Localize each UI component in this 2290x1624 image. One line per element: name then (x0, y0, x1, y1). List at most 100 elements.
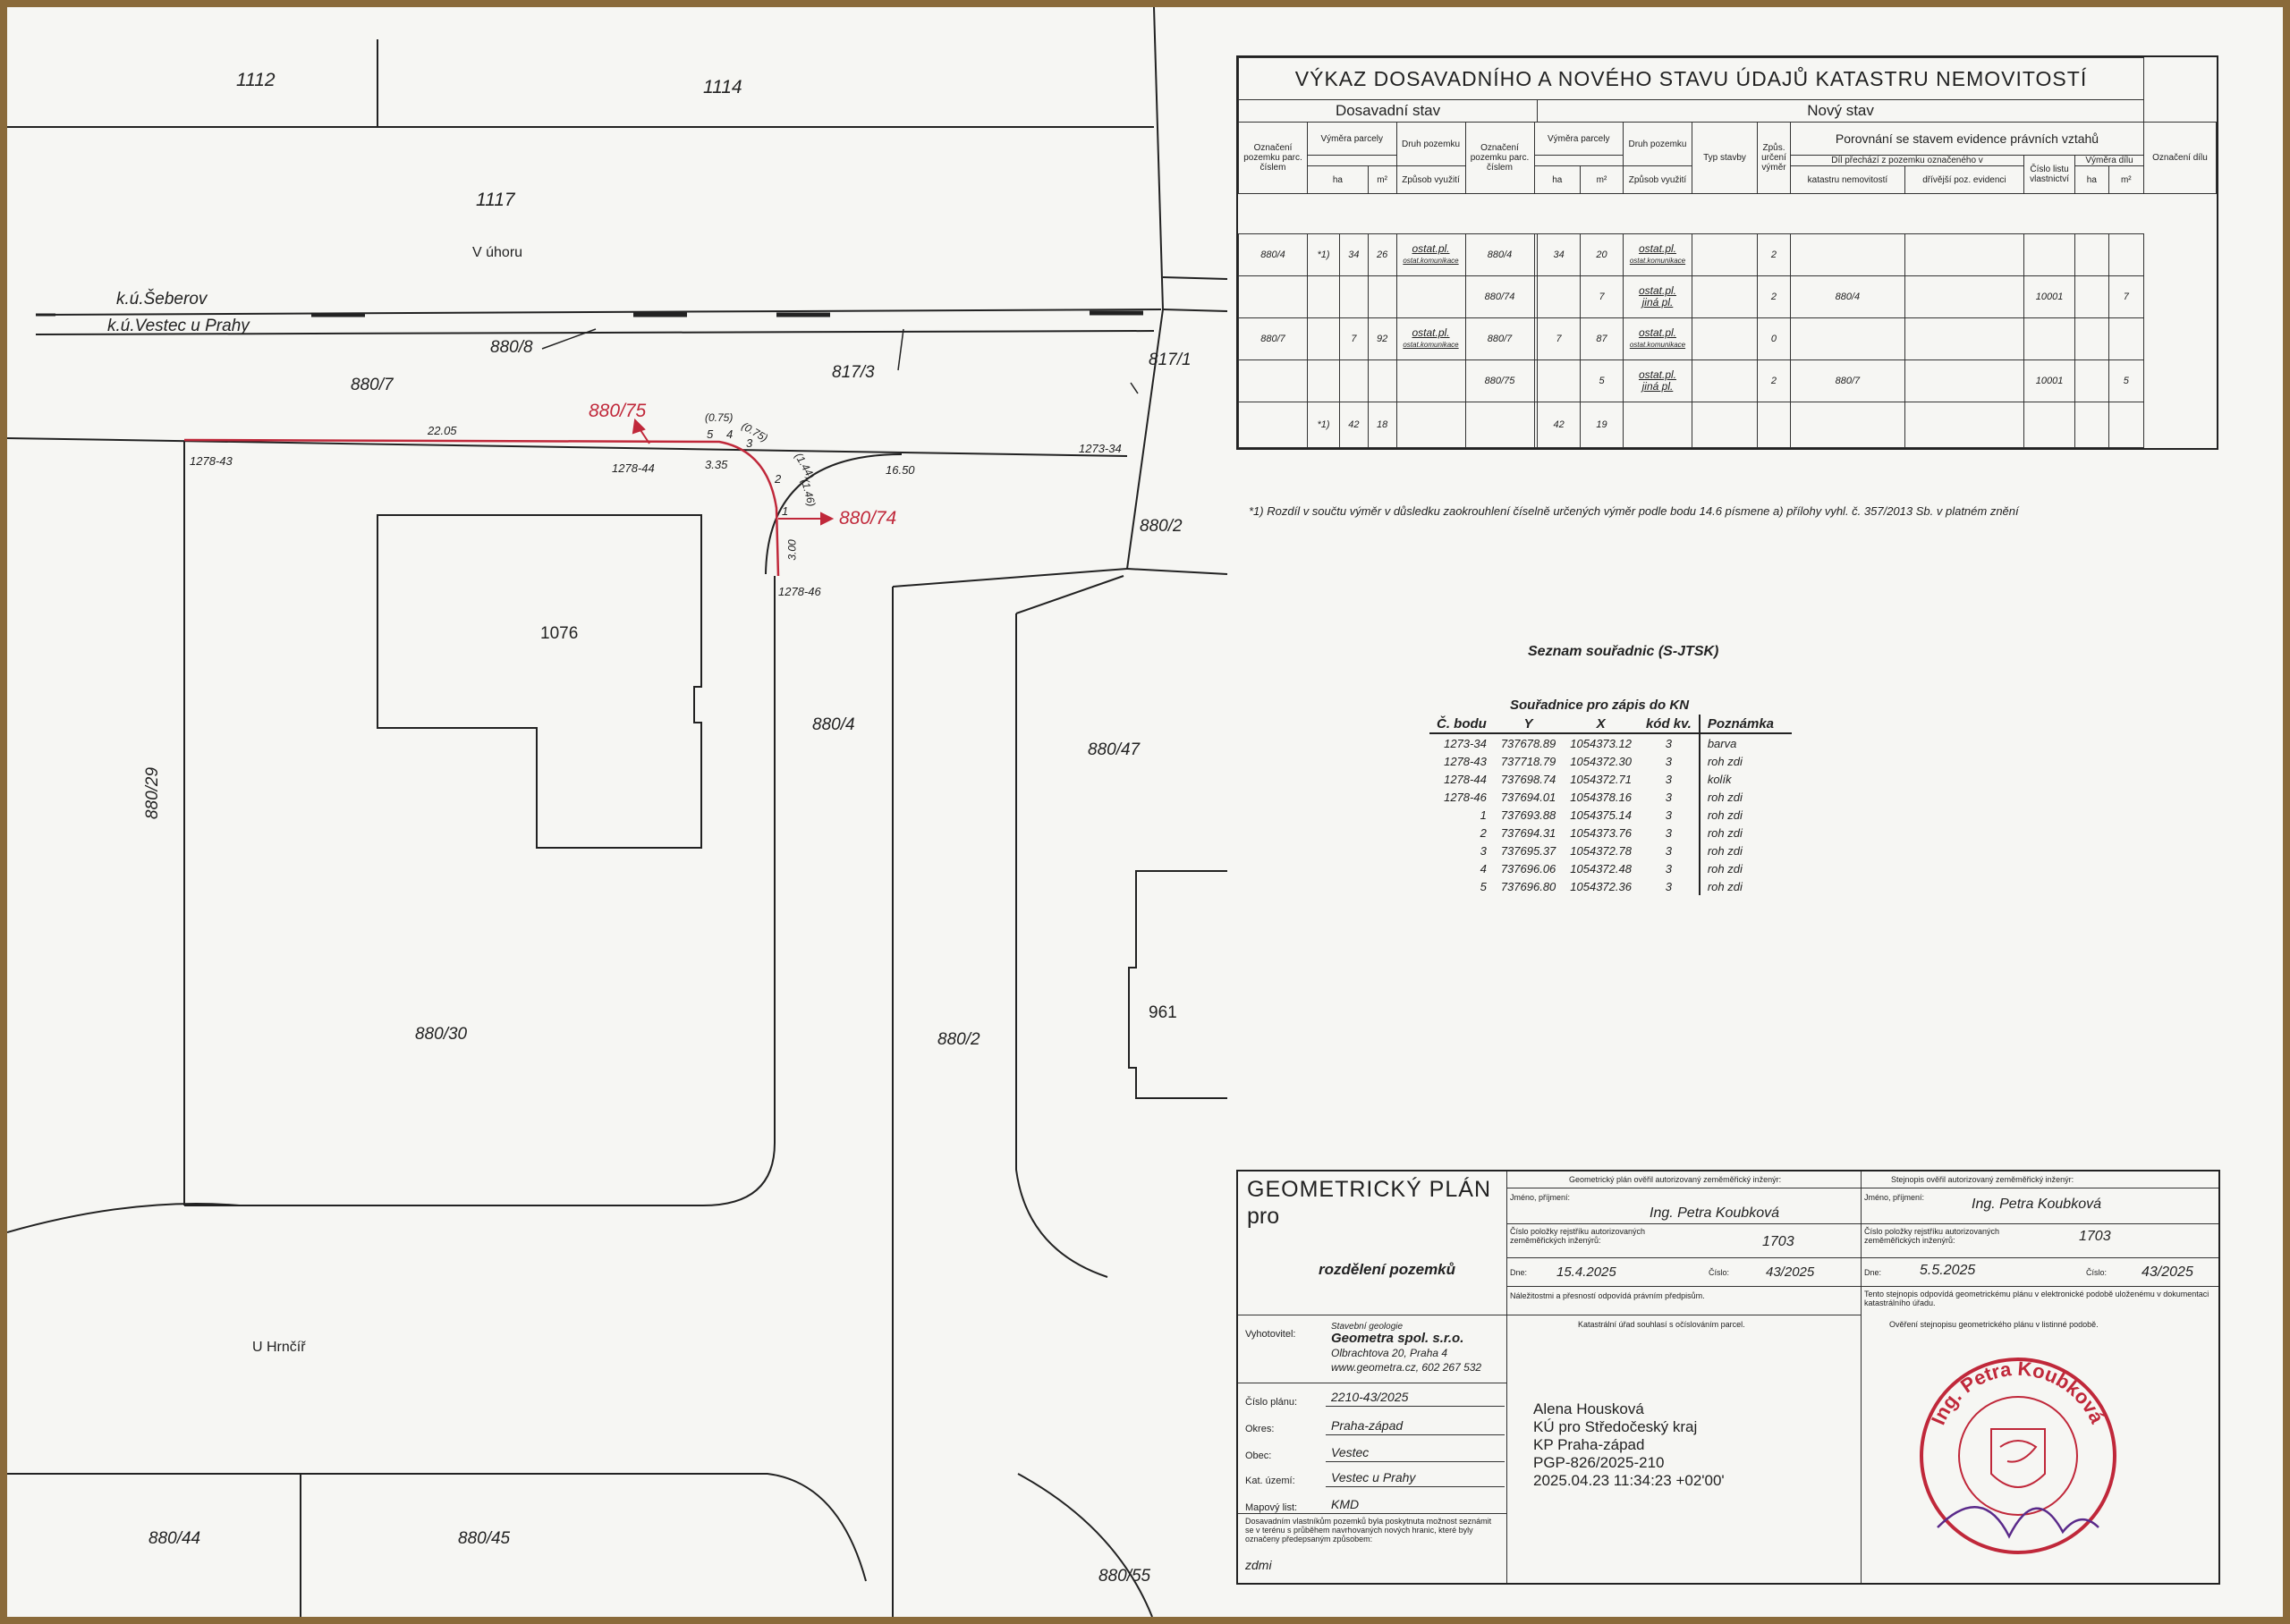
marking: zdmi (1245, 1558, 1272, 1572)
col-header: m² (2108, 165, 2145, 194)
parcel-label: 880/4 (812, 715, 855, 734)
parcel-label: 880/45 (458, 1529, 511, 1548)
point-label: 2 (775, 472, 782, 486)
plan-no-label: Číslo plánu: (1245, 1397, 1298, 1408)
reg-number: 1703 (1762, 1234, 1794, 1249)
parcel-label: 817/1 (1149, 351, 1192, 369)
col-header: Druh pozemku (1622, 122, 1692, 166)
parcel-label: 880/47 (1088, 740, 1141, 759)
parcel-label: 1114 (703, 77, 742, 97)
parcel-label: 1112 (236, 70, 276, 90)
col-header: Díl přechází z pozemku označeného v (1789, 155, 2025, 166)
okres: Praha-západ (1331, 1418, 1404, 1433)
parcel-label: 880/2 (937, 1030, 980, 1049)
col-header: Výměra dílu (2074, 155, 2144, 166)
parcel-label: 880/7 (351, 376, 394, 394)
point-label: 1278-46 (778, 585, 821, 598)
col-header: Typ stavby (1691, 122, 1758, 194)
parcel-label: 880/2 (1140, 517, 1183, 536)
measure-label: 22.05 (428, 424, 457, 437)
owners-text: Dosavadním vlastníkům pozemků byla posky… (1245, 1517, 1492, 1544)
verified-header: Geometrický plán ověřil autorizovaný zem… (1569, 1175, 1782, 1184)
place-label: U Hrnčíř (252, 1340, 306, 1355)
point-label: 1278-43 (190, 454, 233, 468)
ku: Vestec u Prahy (1331, 1470, 1416, 1484)
okres-label: Okres: (1245, 1424, 1275, 1434)
parcel-label: 1117 (476, 190, 515, 210)
map-sheet: KMD (1331, 1497, 1360, 1511)
col-header: ha (1533, 165, 1582, 194)
obec-label: Obec: (1245, 1451, 1272, 1461)
col-header: m² (1367, 165, 1397, 194)
point-label: 1273-34 (1079, 442, 1122, 455)
col-header: Porovnání se stavem evidence právních vz… (1789, 122, 2145, 156)
measure-label: 3.00 (785, 539, 799, 561)
num-value: 43/2025 (1766, 1265, 1815, 1280)
date-label: Dne: (1510, 1268, 1528, 1277)
place-label: V úhoru (472, 245, 523, 260)
date-label: Dne: (1864, 1268, 1882, 1277)
parcel-label: 1076 (540, 624, 579, 643)
new-state-header: Nový stav (1537, 99, 2144, 123)
num-value: 43/2025 (2142, 1265, 2193, 1280)
point-label: 4 (726, 427, 734, 441)
requirements-text: Náležitostmi a přesností odpovídá právní… (1510, 1291, 1705, 1300)
parcel-label: 880/44 (148, 1529, 201, 1548)
coords-header-row: Č. bodu Y X kód kv. Poznámka (1429, 715, 1793, 733)
paper-header: Ověření stejnopisu geometrického plánu v… (1889, 1320, 2099, 1329)
old-state-header: Dosavadní stav (1237, 99, 1539, 123)
col-header: Druh pozemku (1395, 122, 1466, 166)
col-header: Číslo listu vlastnictví (2023, 155, 2076, 194)
point-label: 5 (707, 427, 714, 441)
parcel-label: 880/8 (490, 338, 533, 357)
name-label: Jméno, příjmení: (1864, 1193, 1925, 1202)
table-title: VÝKAZ DOSAVADNÍHO A NOVÉHO STAVU ÚDAJŮ K… (1238, 57, 2144, 100)
num-label: Číslo: (2086, 1268, 2108, 1277)
col-header: Výměra parcely (1533, 122, 1624, 156)
col-header: Způsob využití (1622, 165, 1692, 194)
copy-header: Stejnopis ověřil autorizovaný zeměměřick… (1891, 1175, 2074, 1184)
gp-title-pro: pro (1247, 1204, 1280, 1229)
col-header: Způs. určení výměr (1756, 122, 1791, 194)
surveyor-name: Ing. Petra Koubková (1972, 1197, 2101, 1212)
map-sheet-label: Mapový list: (1245, 1502, 1298, 1513)
coordinate-list: Seznam souřadnic (S-JTSK) Souřadnice pro… (1429, 644, 1793, 895)
office-line: KÚ pro Středočeský kraj (1533, 1418, 1698, 1435)
coords-title: Seznam souřadnic (S-JTSK) (1528, 644, 1719, 659)
col-header: katastru nemovitostí (1789, 165, 1905, 194)
obec: Vestec (1331, 1445, 1370, 1459)
col-header: Způsob využití (1395, 165, 1466, 194)
col-header: dřívější poz. evidenci (1904, 165, 2025, 194)
stamp-text: Ing. Petra Koubková (1927, 1358, 2109, 1428)
col-header: Označení pozemku parc. číslem (1464, 122, 1535, 194)
plan-no: 2210-43/2025 (1331, 1390, 1409, 1404)
plan-sheet: 1112 1114 1117 V úhoru k.ú.Šeberov k.ú.V… (7, 7, 2283, 1617)
point-label: 1 (782, 504, 789, 518)
gp-purpose: rozdělení pozemků (1319, 1261, 1456, 1278)
reg-label: Číslo položky rejstříku autorizovaných z… (1510, 1227, 1646, 1245)
parcel-label: 880/30 (415, 1025, 468, 1044)
parcel-label: 961 (1149, 1003, 1177, 1022)
made-by-label: Vyhotovitel: (1245, 1329, 1296, 1340)
col-header: Výměra parcely (1307, 122, 1397, 156)
made-by-line: Stavební geologie (1331, 1322, 1404, 1332)
reg-number: 1703 (2079, 1229, 2111, 1244)
made-by-company: Geometra spol. s.r.o. (1331, 1331, 1464, 1346)
copy-text: Tento stejnopis odpovídá geometrickému p… (1864, 1290, 2209, 1307)
ku-label: k.ú.Vestec u Prahy (107, 317, 250, 335)
point-label: 1278-44 (612, 461, 655, 475)
surveyor-name: Ing. Petra Koubková (1650, 1205, 1779, 1221)
col-header: m² (1580, 165, 1624, 194)
office-line: Alena Housková (1533, 1400, 1644, 1417)
office-line: KP Praha-západ (1533, 1436, 1645, 1453)
made-by-web: www.geometra.cz, 602 267 532 (1331, 1361, 1482, 1374)
